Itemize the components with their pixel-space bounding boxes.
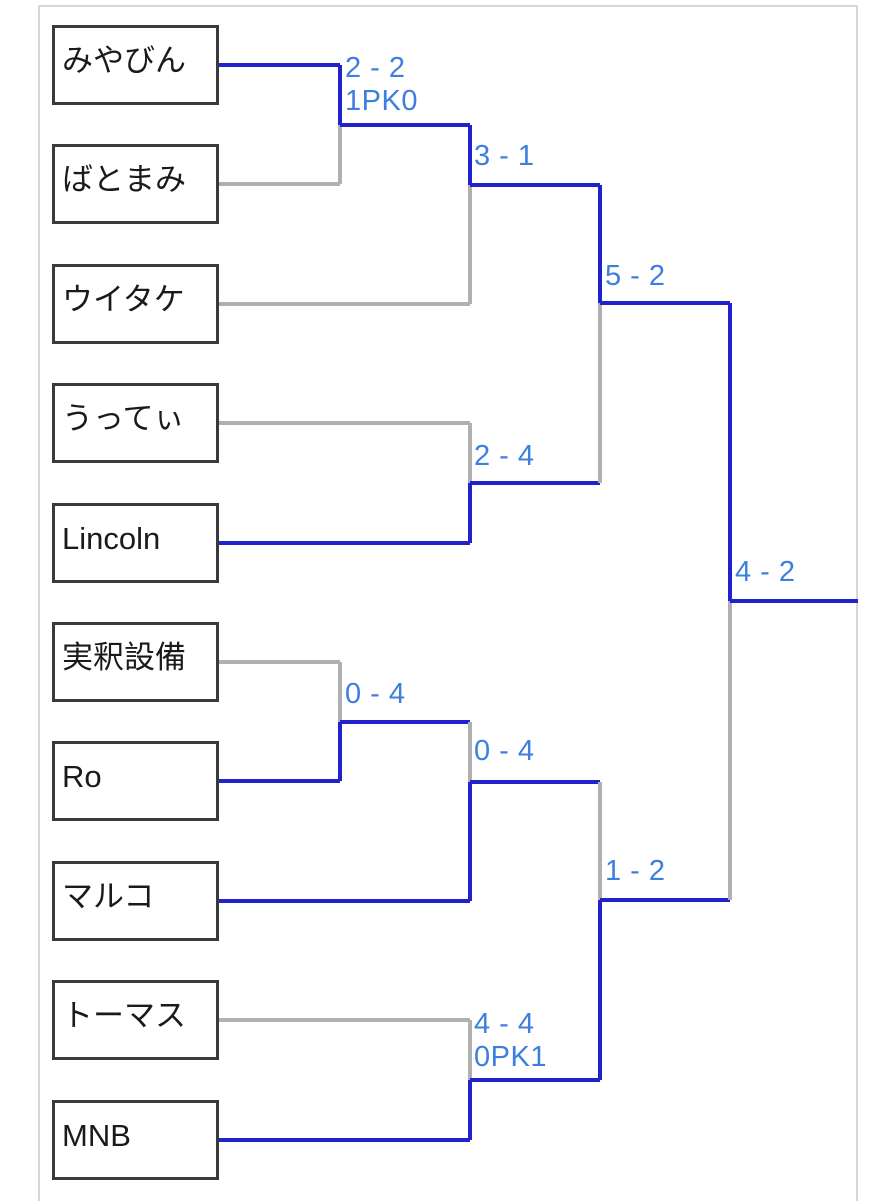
match-score: 4 - 2	[735, 556, 796, 588]
team-name: みやびん	[62, 43, 186, 78]
match-score: 0 - 4	[345, 678, 406, 710]
match-score: 5 - 2	[605, 260, 666, 292]
match-score: 3 - 1	[474, 140, 535, 172]
team-box[interactable]: うってぃ	[52, 383, 219, 463]
team-box[interactable]: マルコ	[52, 861, 219, 941]
team-box[interactable]: ばとまみ	[52, 144, 219, 224]
team-name: ばとまみ	[62, 162, 186, 197]
team-box[interactable]: 実釈設備	[52, 622, 219, 702]
team-name: トーマス	[62, 998, 186, 1033]
team-box[interactable]: みやびん	[52, 25, 219, 105]
team-name: 実釈設備	[62, 640, 186, 675]
team-box[interactable]: Ro	[52, 741, 219, 821]
match-score: 2 - 2 1PK0	[345, 52, 418, 117]
match-score: 2 - 4	[474, 440, 535, 472]
team-name: Lincoln	[62, 521, 161, 556]
team-box[interactable]: ウイタケ	[52, 264, 219, 344]
match-score: 4 - 4 0PK1	[474, 1008, 547, 1073]
team-name: うってぃ	[62, 401, 185, 436]
team-box[interactable]: Lincoln	[52, 503, 219, 583]
team-box[interactable]: トーマス	[52, 980, 219, 1060]
team-name: ウイタケ	[62, 282, 185, 317]
team-name: マルコ	[62, 879, 155, 914]
match-score: 1 - 2	[605, 855, 666, 887]
team-box[interactable]: MNB	[52, 1100, 219, 1180]
team-name: MNB	[62, 1118, 131, 1153]
team-name: Ro	[62, 759, 102, 794]
match-score: 0 - 4	[474, 735, 535, 767]
